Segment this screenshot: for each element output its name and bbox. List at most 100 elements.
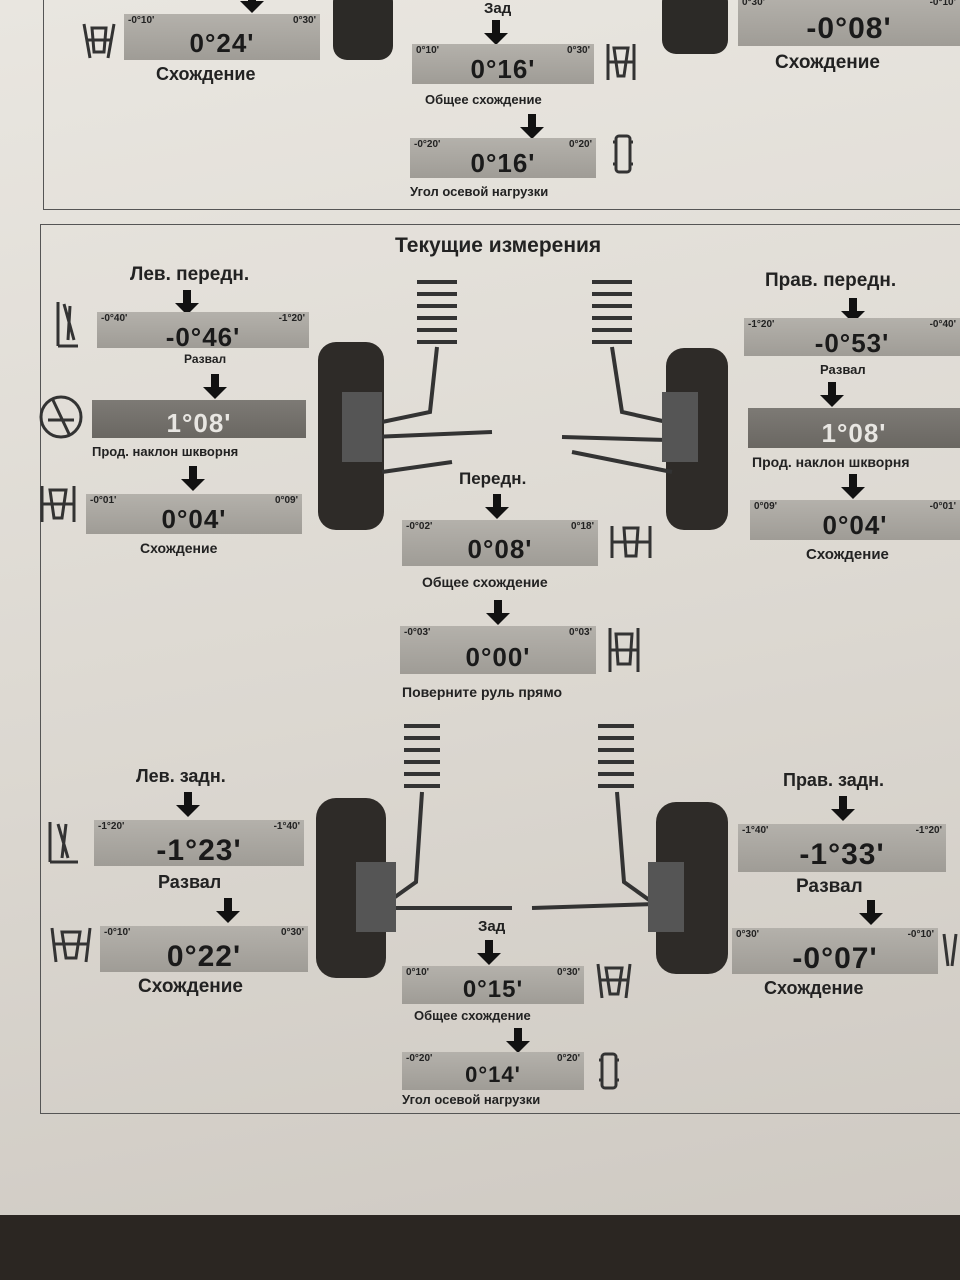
min-limit: -0°20' bbox=[414, 139, 441, 150]
max-limit: 0°20' bbox=[556, 1053, 580, 1064]
wheel-icon bbox=[333, 0, 393, 60]
caster-icon bbox=[38, 394, 84, 440]
rear-left-toe-gauge: -0°10' 0°30' 0°22' bbox=[100, 926, 308, 973]
axle-icon bbox=[592, 960, 636, 1004]
rear-suspension-illustration bbox=[316, 724, 728, 978]
max-limit: -0°40' bbox=[929, 319, 956, 330]
rear-center-header: Зад bbox=[478, 918, 506, 935]
toe-icon bbox=[940, 930, 960, 970]
caster-label: Прод. наклон шкворня bbox=[92, 444, 239, 459]
toe-value: -0°08' bbox=[806, 12, 892, 45]
axle-icon bbox=[606, 520, 656, 564]
min-limit: -0°03' bbox=[404, 627, 431, 638]
min-limit: -0°10' bbox=[128, 15, 155, 26]
top-rear-header: Зад bbox=[484, 0, 512, 17]
camber-icon bbox=[44, 818, 84, 866]
min-limit: -0°01' bbox=[90, 495, 117, 506]
camber-value: -1°33' bbox=[799, 838, 885, 871]
max-limit: -0°10' bbox=[929, 0, 956, 8]
toe-icon bbox=[80, 18, 118, 62]
car-icon bbox=[598, 1050, 620, 1092]
rear-total-toe-gauge: 0°10' 0°30' 0°15' bbox=[402, 966, 584, 1004]
toe-label: Схождение bbox=[138, 976, 243, 997]
toe-label: Схождение bbox=[806, 546, 889, 563]
caster-value: 1°08' bbox=[166, 408, 232, 438]
camber-value: -0°46' bbox=[165, 322, 241, 352]
total-toe-value: 0°08' bbox=[467, 534, 533, 564]
rear-left-camber-gauge: -1°20' -1°40' -1°23' bbox=[94, 820, 304, 867]
max-limit: 0°30' bbox=[292, 15, 316, 26]
min-limit: 0°30' bbox=[742, 0, 766, 8]
car-icon bbox=[612, 132, 634, 176]
wheel-icon bbox=[662, 0, 728, 54]
rear-left-header: Лев. задн. bbox=[136, 766, 226, 786]
total-toe-label: Общее схождение bbox=[414, 1008, 531, 1023]
max-limit: -1°20' bbox=[915, 825, 942, 836]
min-limit: 0°09' bbox=[754, 501, 778, 512]
front-left-header: Лев. передн. bbox=[130, 264, 250, 285]
front-left-camber-gauge: -0°40' -1°20' -0°46' bbox=[97, 312, 309, 352]
caster-value: 1°08' bbox=[821, 418, 887, 448]
max-limit: 0°18' bbox=[570, 521, 594, 532]
thrust-angle-label: Угол осевой нагрузки bbox=[402, 1092, 541, 1107]
toe-icon bbox=[36, 482, 80, 526]
toe-value: 0°04' bbox=[161, 504, 227, 534]
min-limit: 0°10' bbox=[416, 45, 440, 56]
min-limit: -0°20' bbox=[406, 1053, 433, 1064]
max-limit: -1°20' bbox=[278, 313, 305, 324]
toe-value: 0°22' bbox=[166, 940, 242, 973]
max-limit: 0°30' bbox=[280, 927, 304, 938]
toe-value: 0°24' bbox=[189, 28, 255, 58]
max-limit: 0°03' bbox=[568, 627, 592, 638]
camber-label: Развал bbox=[184, 352, 227, 366]
thrust-angle-value: 0°16' bbox=[470, 148, 536, 178]
min-limit: -0°40' bbox=[101, 313, 128, 324]
top-left-toe-label: Схождение bbox=[156, 64, 256, 84]
toe-value: 0°04' bbox=[822, 510, 888, 540]
top-right-toe-label: Схождение bbox=[775, 52, 880, 73]
caster-label: Прод. наклон шкворня bbox=[752, 454, 910, 470]
min-limit: -0°10' bbox=[104, 927, 131, 938]
max-limit: 0°30' bbox=[566, 45, 590, 56]
axle-icon bbox=[604, 40, 638, 84]
camber-label: Развал bbox=[158, 872, 222, 892]
top-section-frame bbox=[43, 0, 960, 210]
front-right-camber-gauge: -1°20' -0°40' -0°53' bbox=[744, 318, 960, 358]
front-total-toe-gauge: -0°02' 0°18' 0°08' bbox=[402, 520, 598, 566]
max-limit: 0°20' bbox=[568, 139, 592, 150]
min-limit: -0°02' bbox=[406, 521, 433, 532]
current-section-frame bbox=[40, 224, 960, 1114]
steering-value: 0°00' bbox=[465, 642, 531, 672]
front-suspension-illustration bbox=[318, 280, 728, 530]
camber-label: Развал bbox=[820, 362, 866, 377]
max-limit: 0°09' bbox=[274, 495, 298, 506]
min-limit: 0°30' bbox=[736, 929, 760, 940]
rear-right-header: Прав. задн. bbox=[783, 770, 885, 790]
steering-label: Поверните руль прямо bbox=[402, 684, 563, 700]
front-center-header: Передн. bbox=[459, 469, 527, 488]
front-right-caster-gauge: 1°08' bbox=[748, 408, 960, 448]
front-right-toe-gauge: 0°09' -0°01' 0°04' bbox=[750, 500, 960, 540]
total-toe-value: 0°16' bbox=[470, 54, 536, 84]
rear-thrust-angle-gauge: -0°20' 0°20' 0°14' bbox=[402, 1052, 584, 1090]
top-left-toe-gauge: -0°10' 0°30' 0°24' bbox=[124, 14, 320, 60]
printed-report-page: -0°10' 0°30' 0°24' Схождение Зад 0°10' 0… bbox=[0, 0, 960, 1215]
front-left-toe-gauge: -0°01' 0°09' 0°04' bbox=[86, 494, 302, 534]
min-limit: -1°40' bbox=[742, 825, 769, 836]
total-toe-value: 0°15' bbox=[462, 976, 524, 1003]
steering-wheel-icon bbox=[604, 624, 644, 676]
steering-gauge: -0°03' 0°03' 0°00' bbox=[400, 626, 596, 674]
toe-value: -0°07' bbox=[792, 942, 878, 975]
total-toe-label: Общее схождение bbox=[422, 574, 548, 590]
camber-value: -0°53' bbox=[814, 328, 890, 358]
rear-right-toe-gauge: 0°30' -0°10' -0°07' bbox=[732, 928, 938, 975]
front-right-header: Прав. передн. bbox=[765, 270, 897, 291]
camber-icon bbox=[54, 300, 82, 348]
camber-value: -1°23' bbox=[156, 834, 242, 867]
max-limit: -0°10' bbox=[907, 929, 934, 940]
toe-label: Схождение bbox=[140, 540, 218, 556]
top-thrust-angle-label: Угол осевой нагрузки bbox=[410, 184, 549, 199]
camber-label: Развал bbox=[796, 876, 863, 897]
rear-right-camber-gauge: -1°40' -1°20' -1°33' bbox=[738, 824, 946, 872]
section-title: Текущие измерения bbox=[395, 234, 602, 257]
